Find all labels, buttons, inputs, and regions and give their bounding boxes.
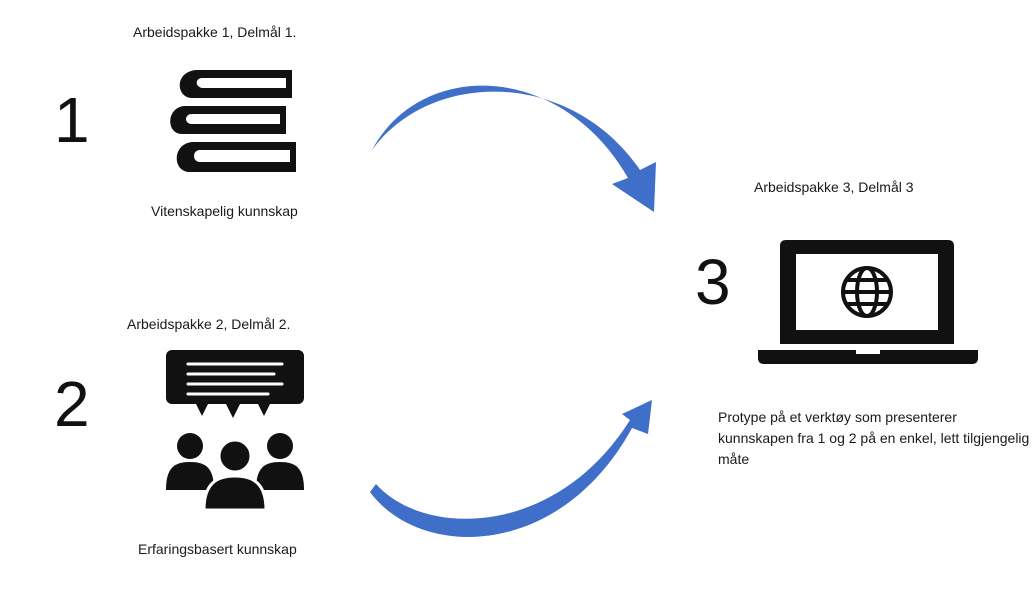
wp2-caption: Erfaringsbasert kunnskap (138, 541, 297, 557)
discussion-group-icon (166, 350, 304, 512)
wp1-title: Arbeidspakke 1, Delmål 1. (133, 24, 297, 40)
wp3-title: Arbeidspakke 3, Delmål 3 (754, 179, 914, 195)
wp1-number: 1 (54, 84, 90, 156)
arrow-1-to-3 (372, 85, 656, 212)
wp3-number: 3 (695, 246, 731, 318)
wp2-number: 2 (54, 368, 90, 440)
books-icon (170, 70, 296, 172)
wp1-caption: Vitenskapelig kunnskap (151, 203, 298, 219)
laptop-globe-icon (758, 240, 978, 364)
wp3-caption: Protype på et verktøy som presenterer ku… (718, 409, 1030, 467)
arrow-2-to-3 (370, 400, 652, 537)
wp2-title: Arbeidspakke 2, Delmål 2. (127, 316, 291, 332)
